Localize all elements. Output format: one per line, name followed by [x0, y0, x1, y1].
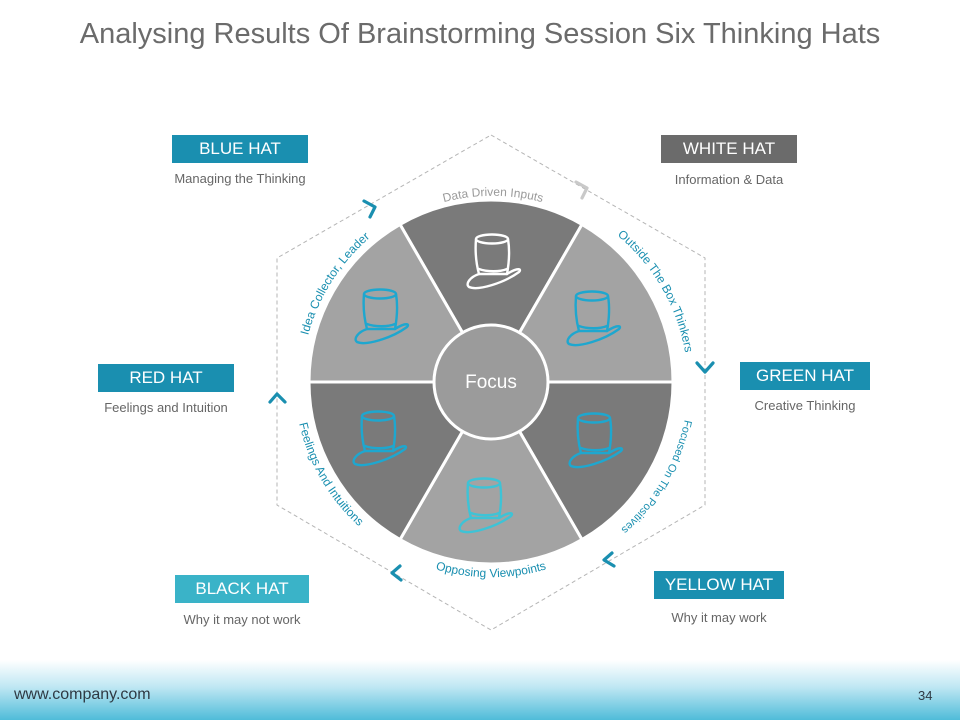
white-hat-description: Information & Data	[674, 172, 784, 187]
yellow-hat-description: Why it may work	[671, 610, 767, 625]
focus-label: Focus	[465, 372, 517, 393]
green-hat-description: Creative Thinking	[754, 398, 856, 413]
segment-top	[397, 198, 585, 385]
yellow-hat-label: YELLOW HAT	[654, 571, 784, 599]
page-number: 34	[918, 688, 933, 703]
chevron-icon-right	[695, 361, 715, 374]
white-hat-label: WHITE HAT	[661, 135, 797, 163]
dashed-hexagon	[276, 134, 706, 631]
footer-url[interactable]: www.company.com	[14, 686, 151, 703]
page-title: Analysing Results Of Brainstorming Sessi…	[79, 18, 881, 50]
blue-hat-label: BLUE HAT	[172, 135, 308, 163]
arc-label-top: Data Driven Inputs	[441, 185, 545, 205]
focus-circle	[432, 323, 550, 441]
segment-lower-left	[307, 380, 494, 542]
blue-hat-description: Managing the Thinking	[174, 171, 306, 186]
chevron-icon-left	[268, 392, 287, 404]
segment-upper-right	[488, 222, 675, 384]
chevron-icon-top-right	[574, 180, 589, 200]
segment-upper-left	[307, 222, 494, 384]
black-hat-label: BLACK HAT	[175, 575, 309, 603]
green-hat-label: GREEN HAT	[740, 362, 870, 390]
red-hat-description: Feelings and Intuition	[104, 400, 228, 415]
red-hat-label: RED HAT	[98, 364, 234, 392]
chevron-icon-lower-right	[602, 551, 616, 568]
black-hat-description: Why it may not work	[183, 612, 301, 627]
segment-bottom	[397, 379, 585, 566]
chevron-icon-bottom-left	[390, 564, 403, 582]
footer-band	[0, 660, 960, 720]
segment-lower-right	[488, 380, 675, 542]
chevron-icon-upper-left	[362, 199, 377, 219]
